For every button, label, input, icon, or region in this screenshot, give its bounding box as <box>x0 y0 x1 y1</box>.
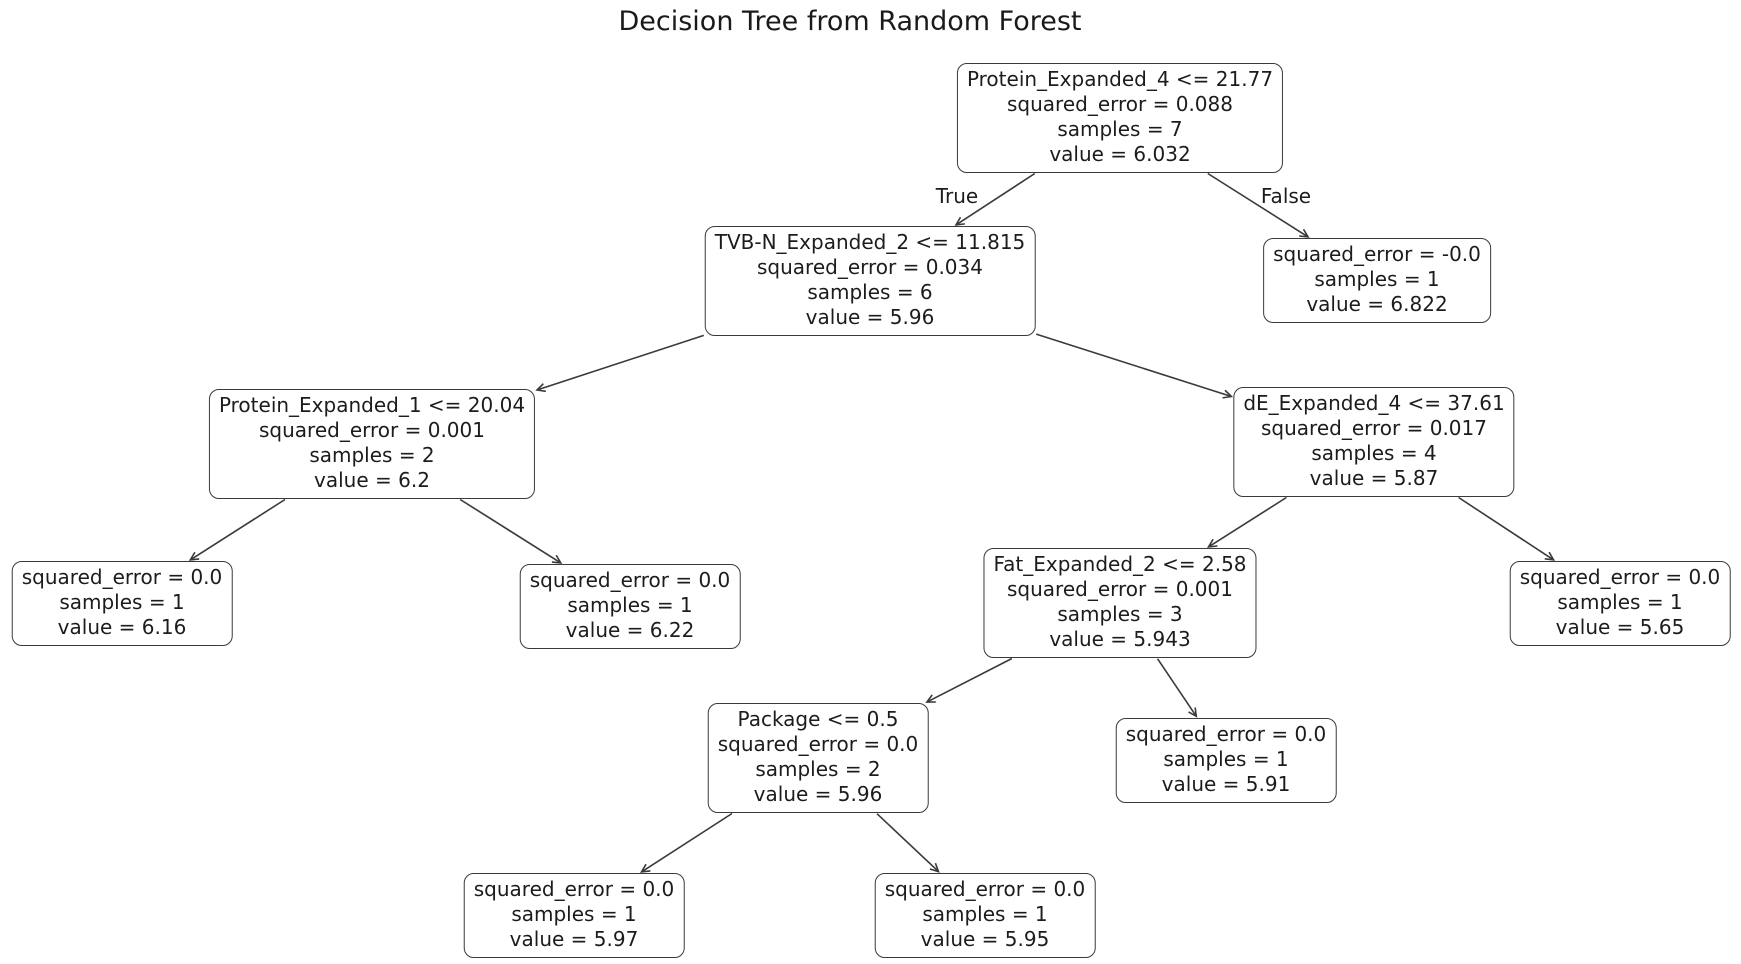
node-value: value = 6.22 <box>565 618 695 642</box>
node-samples: samples = 1 <box>1314 267 1440 291</box>
node-value: value = 5.91 <box>1161 772 1291 796</box>
node-samples: samples = 4 <box>1311 441 1437 465</box>
node-squared-error: squared_error = 0.0 <box>21 565 223 589</box>
node-split-condition: Protein_Expanded_1 <= 20.04 <box>218 393 526 417</box>
node-split-condition: Protein_Expanded_4 <= 21.77 <box>966 67 1274 91</box>
node-samples: samples = 1 <box>59 590 185 614</box>
node-squared-error: squared_error = 0.0 <box>529 568 731 592</box>
edge-label-true: True <box>935 184 979 208</box>
node-samples: samples = 1 <box>567 593 693 617</box>
tree-node-de-expanded-4: dE_Expanded_4 <= 37.61 squared_error = 0… <box>1233 387 1515 497</box>
node-split-condition: dE_Expanded_4 <= 37.61 <box>1243 391 1505 415</box>
node-samples: samples = 1 <box>511 902 637 926</box>
node-squared-error: squared_error = 0.001 <box>1007 577 1233 601</box>
node-squared-error: squared_error = 0.017 <box>1261 416 1487 440</box>
leaf-node-value-6822: squared_error = -0.0 samples = 1 value =… <box>1263 238 1491 323</box>
leaf-node-value-622: squared_error = 0.0 samples = 1 value = … <box>519 564 741 649</box>
node-squared-error: squared_error = 0.088 <box>1007 92 1233 116</box>
node-split-condition: Package <= 0.5 <box>737 707 899 731</box>
node-split-condition: Fat_Expanded_2 <= 2.58 <box>993 552 1247 576</box>
node-squared-error: squared_error = 0.0 <box>473 877 675 901</box>
node-samples: samples = 1 <box>922 902 1048 926</box>
node-squared-error: squared_error = 0.0 <box>1519 565 1721 589</box>
leaf-node-value-591: squared_error = 0.0 samples = 1 value = … <box>1115 718 1337 803</box>
node-value: value = 6.032 <box>1049 142 1191 166</box>
node-split-condition: TVB-N_Expanded_2 <= 11.815 <box>714 230 1026 254</box>
node-value: value = 5.96 <box>805 305 935 329</box>
node-samples: samples = 1 <box>1557 590 1683 614</box>
node-value: value = 6.16 <box>57 615 187 639</box>
leaf-node-value-597: squared_error = 0.0 samples = 1 value = … <box>463 873 685 958</box>
node-value: value = 5.95 <box>920 927 1050 951</box>
node-samples: samples = 2 <box>755 757 881 781</box>
node-squared-error: squared_error = 0.034 <box>757 255 983 279</box>
leaf-node-value-565: squared_error = 0.0 samples = 1 value = … <box>1509 561 1731 646</box>
tree-node-package: Package <= 0.5 squared_error = 0.0 sampl… <box>707 703 929 813</box>
node-squared-error: squared_error = -0.0 <box>1273 242 1481 266</box>
chart-title: Decision Tree from Random Forest <box>618 6 1082 37</box>
node-value: value = 5.943 <box>1049 627 1191 651</box>
node-samples: samples = 1 <box>1163 747 1289 771</box>
node-value: value = 6.2 <box>314 468 430 492</box>
edge-label-false: False <box>1260 184 1312 208</box>
node-squared-error: squared_error = 0.0 <box>1125 722 1327 746</box>
tree-node-protein-expanded-1: Protein_Expanded_1 <= 20.04 squared_erro… <box>208 389 536 499</box>
node-squared-error: squared_error = 0.0 <box>717 732 919 756</box>
node-samples: samples = 6 <box>807 280 933 304</box>
node-samples: samples = 2 <box>309 443 435 467</box>
node-value: value = 5.96 <box>753 782 883 806</box>
node-samples: samples = 7 <box>1057 117 1183 141</box>
leaf-node-value-595: squared_error = 0.0 samples = 1 value = … <box>874 873 1096 958</box>
node-squared-error: squared_error = 0.0 <box>884 877 1086 901</box>
tree-node-tvbn-expanded-2: TVB-N_Expanded_2 <= 11.815 squared_error… <box>704 226 1036 336</box>
node-value: value = 5.65 <box>1555 615 1685 639</box>
leaf-node-value-616: squared_error = 0.0 samples = 1 value = … <box>11 561 233 646</box>
node-value: value = 5.87 <box>1309 466 1439 490</box>
tree-node-root: Protein_Expanded_4 <= 21.77 squared_erro… <box>956 63 1284 173</box>
tree-node-fat-expanded-2: Fat_Expanded_2 <= 2.58 squared_error = 0… <box>983 548 1257 658</box>
node-samples: samples = 3 <box>1057 602 1183 626</box>
node-value: value = 5.97 <box>509 927 639 951</box>
node-squared-error: squared_error = 0.001 <box>259 418 485 442</box>
node-value: value = 6.822 <box>1306 292 1448 316</box>
